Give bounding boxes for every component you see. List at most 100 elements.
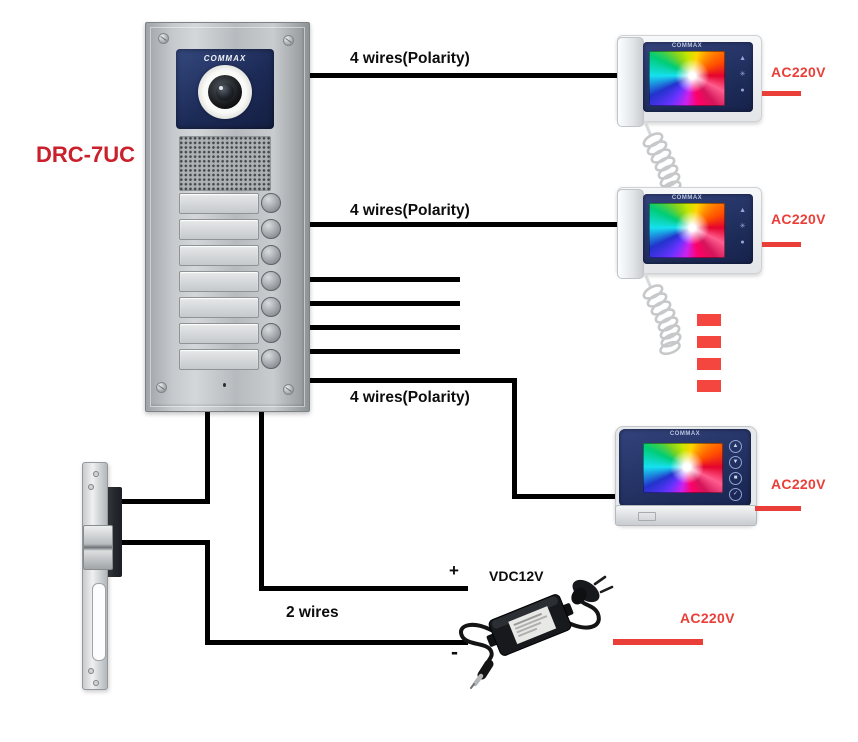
label-plus: +	[449, 561, 459, 580]
monitor-bezel: COMMAX ▲ ▼ ■ ✓	[619, 429, 751, 507]
call-button-row	[176, 295, 286, 321]
indoor-monitor-2: COMMAX ▲ ✳ ●	[615, 185, 765, 365]
indoor-monitor-1: COMMAX ▲ ✳ ●	[615, 33, 765, 213]
monitor-bezel: COMMAX ▲ ✳ ●	[643, 42, 753, 112]
indoor-monitor-3: COMMAX ▲ ▼ ■ ✓	[610, 424, 760, 528]
label-minus: -	[451, 641, 458, 664]
monitor-up-button-icon: ▲	[739, 55, 746, 62]
monitor-screen	[649, 51, 725, 106]
monitor-key-button-icon: ✳	[739, 71, 746, 78]
ellipsis-dash	[697, 314, 721, 326]
adapter-label-line	[517, 627, 538, 638]
microphone-hole	[223, 383, 226, 387]
wire-run-bottom-horizontal	[305, 378, 517, 383]
screw-hole	[93, 471, 99, 477]
monitor-down-button-icon: ▼	[729, 456, 742, 469]
monitor-base	[615, 505, 757, 526]
panel-bevel	[150, 27, 305, 407]
call-button	[261, 349, 281, 369]
wire-stub-3	[305, 325, 460, 330]
door-station-panel: COMMAX	[145, 22, 310, 412]
monitor-vent	[638, 512, 656, 521]
label-2wires: 2 wires	[286, 604, 339, 621]
call-button	[261, 323, 281, 343]
ac-plug-prong	[599, 585, 614, 594]
call-button-row	[176, 243, 286, 269]
screw-icon	[283, 384, 294, 395]
power-adapter	[459, 575, 614, 689]
screw-hole	[88, 484, 94, 490]
ac220v-label-monitor-2: AC220V	[771, 211, 826, 227]
adapter-label-line	[514, 615, 548, 630]
camera-lens-icon	[208, 75, 242, 109]
label-4wires-bottom: 4 wires(Polarity)	[350, 389, 470, 406]
wire-plus-vertical	[259, 408, 264, 591]
monitor-talk-button-icon: ●	[740, 87, 745, 94]
monitor-buttons: ▲ ✳ ●	[739, 55, 746, 94]
ac-line-monitor-1	[762, 91, 801, 96]
monitor-handset	[617, 37, 644, 127]
monitor-brand-label: COMMAX	[671, 195, 703, 201]
camera-lens-glass	[216, 83, 234, 101]
ac220v-label-power-supply: AC220V	[680, 610, 735, 626]
monitor-buttons: ▲ ✳ ●	[739, 207, 746, 246]
call-button-row	[176, 347, 286, 373]
ac-line-monitor-2	[762, 242, 801, 247]
camera-ring	[198, 65, 252, 119]
monitor-brand-label: COMMAX	[669, 431, 701, 437]
call-button-panel	[176, 191, 286, 373]
name-plate	[179, 219, 259, 240]
wire-lock-to-minus	[205, 540, 210, 645]
wire-run-middle	[305, 222, 620, 227]
call-button-row	[176, 269, 286, 295]
adapter-label-line	[513, 612, 543, 626]
adapter-brick	[486, 594, 574, 656]
wire-run-bottom-to-monitor	[512, 494, 615, 499]
camera-module: COMMAX	[176, 49, 274, 129]
name-plate	[179, 271, 259, 292]
call-button-row	[176, 321, 286, 347]
ellipsis-dash	[697, 380, 721, 392]
name-plate	[179, 297, 259, 318]
handset-coiled-cord	[642, 273, 682, 356]
ellipsis-dash	[697, 336, 721, 348]
strike-faceplate	[82, 462, 108, 690]
wire-plus	[259, 586, 468, 591]
faceplate-slot	[92, 583, 106, 661]
monitor-brand-label: COMMAX	[671, 43, 703, 49]
wire-lock-top	[122, 499, 210, 504]
monitor-screen	[643, 443, 723, 493]
ac-plug-prong	[593, 575, 607, 586]
ac-plug-grip	[571, 587, 587, 605]
call-button	[261, 193, 281, 213]
screw-hole	[93, 680, 99, 686]
name-plate	[179, 245, 259, 266]
wire-stub-4	[305, 349, 460, 354]
call-button	[261, 219, 281, 239]
name-plate	[179, 193, 259, 214]
monitor-up-button-icon: ▲	[729, 440, 742, 453]
strike-latch-keeper	[83, 525, 113, 570]
door-station-brand-label: COMMAX	[203, 54, 247, 63]
monitor-screen	[649, 203, 725, 258]
wire-lock-bottom	[122, 540, 210, 545]
ac-line-power-supply	[613, 639, 703, 645]
wire-stub-2	[305, 301, 460, 306]
call-button-row	[176, 217, 286, 243]
call-button-row	[176, 191, 286, 217]
wire-run-bottom-vertical	[512, 378, 517, 499]
screw-icon	[283, 35, 294, 46]
call-button	[261, 271, 281, 291]
monitor-bezel: COMMAX ▲ ✳ ●	[643, 194, 753, 264]
ac-line-monitor-3	[755, 506, 801, 511]
label-vdc12v: VDC12V	[489, 568, 544, 584]
name-plate	[179, 323, 259, 344]
adapter-label-line	[516, 621, 542, 634]
ac220v-label-monitor-3: AC220V	[771, 476, 826, 492]
wire-minus	[205, 640, 468, 645]
dc-cord	[459, 622, 494, 668]
dc-barrel-tip	[472, 673, 484, 687]
screw-icon	[158, 33, 169, 44]
monitor-talk-button-icon: ●	[740, 239, 745, 246]
